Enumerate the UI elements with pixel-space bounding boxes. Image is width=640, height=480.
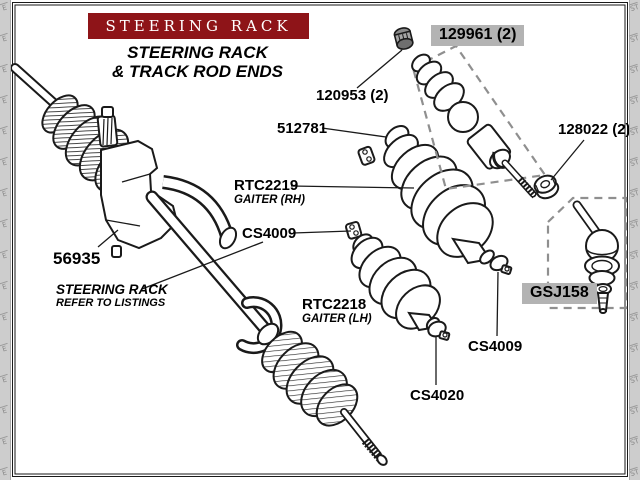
edge-mark: E: [0, 435, 11, 448]
section-banner-label: STEERING RACK: [105, 17, 292, 35]
part-label-512781[interactable]: 512781: [277, 120, 327, 137]
nut-128022: [532, 172, 561, 201]
clamp-cs4009-bottom: [488, 253, 512, 274]
edge-mark: E: [0, 63, 11, 76]
edge-mark: ST: [628, 404, 640, 417]
page-title-line1: STEERING RACK: [127, 43, 268, 62]
part-desc-rtc2219: GAITER (RH): [234, 194, 305, 206]
edge-mark: E: [0, 1, 11, 14]
part-label-128022[interactable]: 128022 (2): [558, 121, 631, 138]
part-number-cs4009-right: CS4009: [468, 338, 523, 355]
part-label-rtc2219[interactable]: RTC2219 GAITER (RH): [234, 177, 305, 206]
edge-mark: ST: [628, 373, 640, 386]
part-label-129961[interactable]: 129961 (2): [431, 25, 525, 46]
page-title-line2: & TRACK ROD ENDS: [112, 62, 283, 81]
steering-rack-assembly: [15, 68, 389, 467]
clamp-cs4020: [426, 319, 450, 340]
part-number-gsj158: GSJ158: [530, 284, 589, 301]
part-label-120953[interactable]: 120953 (2): [316, 87, 389, 104]
edge-mark: ST: [628, 156, 640, 169]
dashed-box-gsj158: [548, 198, 626, 308]
steering-rack-note: STEERING RACK REFER TO LISTINGS: [56, 282, 168, 309]
edge-mark: E: [0, 466, 11, 479]
part-number-129961: 129961 (2): [439, 26, 517, 43]
steering-rack-note-line2: REFER TO LISTINGS: [56, 297, 166, 309]
part-label-cs4009-left[interactable]: CS4009: [242, 225, 296, 242]
dashed-box-129961: [413, 46, 545, 189]
part-number-rtc2219: RTC2219: [234, 177, 299, 194]
edge-mark: E: [0, 249, 11, 262]
page-edge-left: E E E E E E E E E E E E E E E E: [0, 0, 11, 480]
edge-mark: ST: [628, 1, 640, 14]
edge-mark: ST: [628, 218, 640, 231]
part-number-512781: 512781: [277, 120, 328, 137]
edge-mark: ST: [628, 94, 640, 107]
part-label-56935[interactable]: 56935: [53, 249, 100, 269]
edge-mark: E: [0, 342, 11, 355]
edge-mark: E: [0, 94, 11, 107]
edge-mark: E: [0, 280, 11, 293]
edge-mark: E: [0, 32, 11, 45]
part-number-120953: 120953 (2): [316, 87, 389, 104]
gaiter-lh-drawing: [345, 221, 449, 340]
edge-mark: ST: [628, 249, 640, 262]
nut-120953: [393, 26, 414, 50]
edge-mark: ST: [628, 435, 640, 448]
edge-mark: E: [0, 404, 11, 417]
page-title: STEERING RACK & TRACK ROD ENDS: [80, 43, 315, 81]
part-label-gsj158[interactable]: GSJ158: [522, 283, 597, 304]
gaiter-rh-drawing: [358, 122, 512, 275]
page-frame: [12, 2, 628, 477]
edge-mark: ST: [628, 125, 640, 138]
edge-mark: ST: [628, 63, 640, 76]
part-number-cs4020: CS4020: [410, 387, 465, 404]
edge-mark: ST: [628, 311, 640, 324]
gsj158-assembly: [548, 198, 626, 313]
edge-mark: E: [0, 218, 11, 231]
edge-mark: ST: [628, 32, 640, 45]
steering-rack-note-line1: STEERING RACK: [56, 282, 168, 297]
track-rod-end-assembly: [409, 46, 545, 196]
part-label-cs4020[interactable]: CS4020: [410, 387, 464, 404]
section-banner: STEERING RACK: [88, 13, 309, 39]
part-number-rtc2218: RTC2218: [302, 296, 367, 313]
edge-mark: E: [0, 373, 11, 386]
edge-mark: ST: [628, 187, 640, 200]
part-number-cs4009-left: CS4009: [242, 225, 297, 242]
edge-mark: ST: [628, 466, 640, 479]
part-number-128022: 128022 (2): [558, 121, 631, 138]
edge-mark: E: [0, 156, 11, 169]
page-edge-right: ST ST ST ST ST ST ST ST ST ST ST ST ST ST ST ST: [628, 0, 640, 480]
edge-mark: ST: [628, 342, 640, 355]
part-label-cs4009-right[interactable]: CS4009: [468, 338, 522, 355]
part-label-rtc2218[interactable]: RTC2218 GAITER (LH): [302, 296, 372, 325]
clip-cs4009-top: [358, 146, 376, 165]
part-number-56935: 56935: [53, 249, 101, 268]
clip-cs4009-left: [345, 221, 362, 239]
edge-mark: E: [0, 187, 11, 200]
edge-mark: E: [0, 311, 11, 324]
edge-mark: ST: [628, 280, 640, 293]
edge-mark: E: [0, 125, 11, 138]
leader-lines: [98, 50, 584, 385]
part-desc-rtc2218: GAITER (LH): [302, 313, 372, 325]
